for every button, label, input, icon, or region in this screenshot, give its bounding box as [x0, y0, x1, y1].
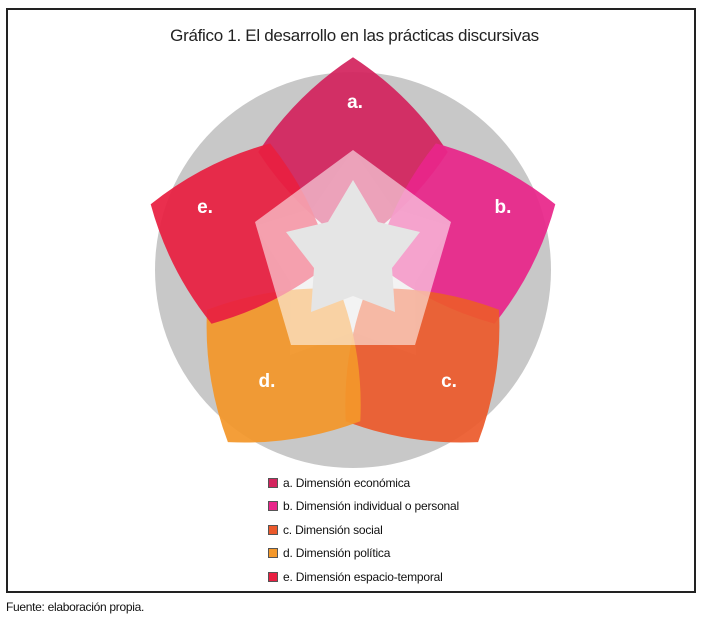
legend-item-d: d. Dimensión política	[268, 542, 459, 566]
petal-label-e: e.	[197, 197, 213, 218]
legend-item-e: e. Dimensión espacio-temporal	[268, 565, 459, 589]
source-note: Fuente: elaboración propia.	[6, 600, 144, 614]
legend-swatch-a	[268, 477, 278, 488]
legend-label-d: d. Dimensión política	[283, 546, 391, 561]
petal-label-a: a.	[347, 92, 363, 113]
legend-label-a: a. Dimensión económica	[283, 475, 410, 490]
legend: a. Dimensión económica b. Dimensión indi…	[268, 471, 459, 589]
petal-label-d: d.	[259, 371, 276, 392]
legend-swatch-b	[268, 501, 278, 512]
legend-swatch-d	[268, 548, 278, 559]
legend-label-b: b. Dimensión individual o personal	[283, 499, 459, 514]
petal-group: a. b. c. d. e.	[150, 57, 556, 443]
legend-label-e: e. Dimensión espacio-temporal	[283, 569, 443, 584]
inner-star	[286, 180, 420, 312]
legend-swatch-c	[268, 524, 278, 535]
legend-item-b: b. Dimensión individual o personal	[268, 495, 459, 519]
petal-label-b: b.	[495, 197, 512, 218]
legend-label-c: c. Dimensión social	[283, 522, 383, 537]
figure-title: Gráfico 1. El desarrollo en las práctica…	[170, 26, 539, 45]
legend-item-c: c. Dimensión social	[268, 518, 459, 542]
legend-swatch-e	[268, 571, 278, 582]
legend-item-a: a. Dimensión económica	[268, 471, 459, 495]
petal-label-c: c.	[441, 371, 457, 392]
